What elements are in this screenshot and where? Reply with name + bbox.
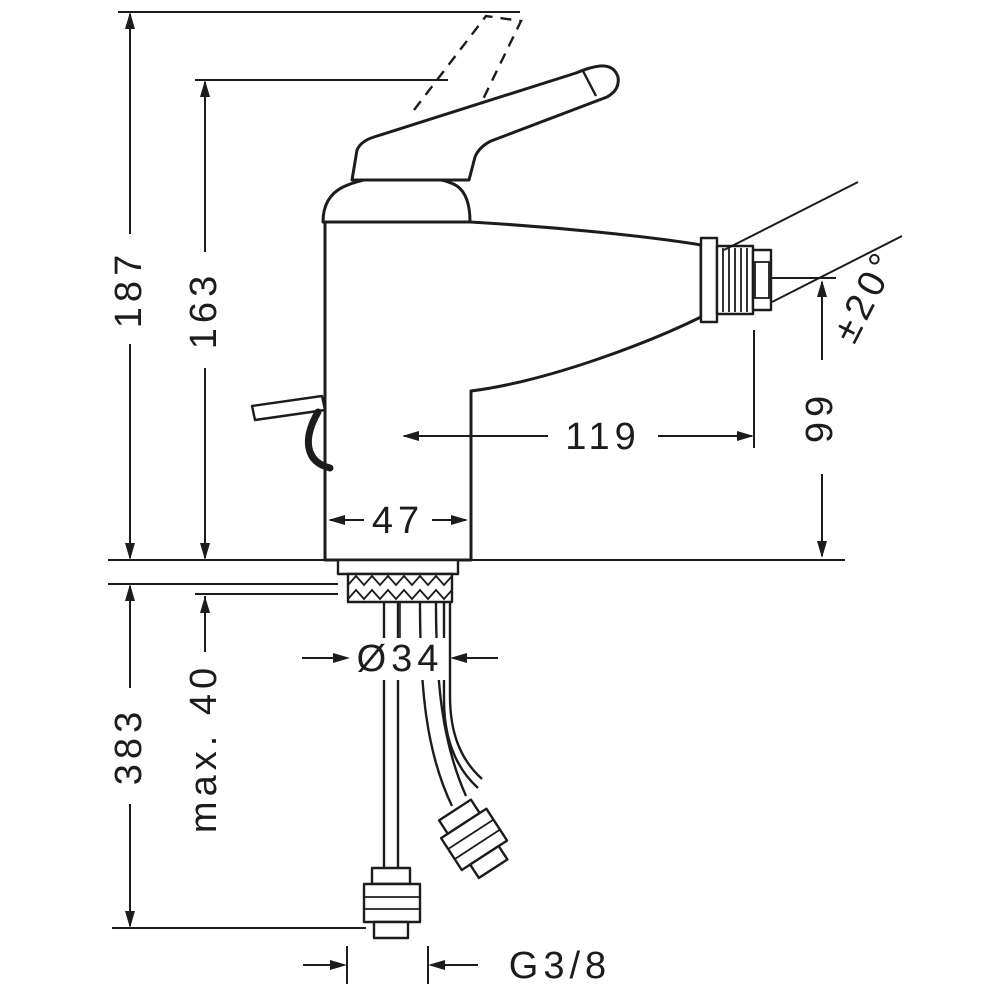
arrowhead-left [450, 653, 467, 663]
dim-label-187: 187 [108, 250, 150, 328]
arrowhead-down [125, 543, 135, 560]
arrowhead-right [451, 515, 468, 525]
hose-nut-right-lines [447, 818, 501, 860]
supply-hose-right [418, 601, 468, 807]
dim-body-width-47: 47 [328, 500, 468, 542]
hose-nut-left-lines [364, 896, 420, 910]
aerator-collar [699, 236, 719, 324]
dim-overall-height-187: 187 [108, 12, 150, 560]
lever-tip-line [581, 70, 598, 97]
arrowhead-down [817, 541, 827, 558]
label-mask [352, 638, 448, 680]
dim-label-383: 383 [108, 707, 150, 785]
dim-height-163: 163 [183, 80, 225, 560]
dim-label-47: 47 [372, 500, 424, 542]
swivel-leader-lines [723, 181, 903, 303]
handle-dome [321, 174, 472, 224]
arrowhead-up [125, 584, 135, 601]
dim-label-thread: G3/8 [509, 945, 611, 987]
hose-nut-left-body [362, 882, 422, 924]
dim-max-mounting-thickness: max. 40 [183, 596, 225, 833]
aerator-end-cap [751, 248, 773, 312]
dim-connection-thread: G3/8 [303, 945, 611, 987]
dim-spout-reach-119: 119 [402, 416, 754, 458]
dim-label-swivel: ±20° [825, 243, 907, 350]
arrowhead-right [737, 431, 754, 441]
dim-label-163: 163 [183, 271, 225, 349]
arrowhead-left [428, 960, 445, 970]
aerator-spray-face [754, 261, 770, 299]
mounting-shank [336, 558, 460, 604]
dim-shank-diameter-34: Ø34 [302, 638, 498, 680]
arrowhead-up [200, 80, 210, 97]
hose-nut-right [437, 798, 509, 880]
hose-nut-right-end [468, 844, 509, 880]
extension-lines [108, 11, 845, 929]
faucet-illustration [250, 14, 773, 940]
arrowhead-up [200, 596, 210, 613]
hose-nut-left [362, 866, 422, 940]
drain-lever [250, 394, 327, 422]
arrowhead-right [330, 960, 347, 970]
shank-thread-zigzag [347, 574, 453, 601]
mounting-flange [336, 558, 460, 576]
aerator [699, 236, 773, 324]
dim-label-max40: max. 40 [183, 663, 225, 833]
arrowhead-left [402, 431, 419, 441]
drain-lever-hook [305, 408, 334, 472]
arrowhead-up [817, 280, 827, 297]
hose-nut-left-end [372, 920, 410, 940]
dim-outlet-height-99: 99 [799, 280, 841, 558]
arrowhead-right [333, 653, 350, 663]
pop-up-rod [442, 602, 483, 789]
arrowhead-up [125, 12, 135, 29]
arrowhead-left [328, 515, 345, 525]
raised-lever-dashed-outline [413, 14, 523, 123]
dim-label-119: 119 [565, 416, 641, 458]
aerator-thread-hatch [722, 248, 748, 312]
arrowhead-down [200, 543, 210, 560]
lever-handle [350, 64, 620, 182]
dim-label-99: 99 [799, 391, 841, 443]
dim-line [303, 946, 478, 984]
hose-nut-left-top [370, 866, 412, 886]
arrowhead-down [125, 911, 135, 928]
dim-install-height-383: 383 [108, 584, 150, 928]
dim-label-diameter-34: Ø34 [357, 638, 444, 680]
